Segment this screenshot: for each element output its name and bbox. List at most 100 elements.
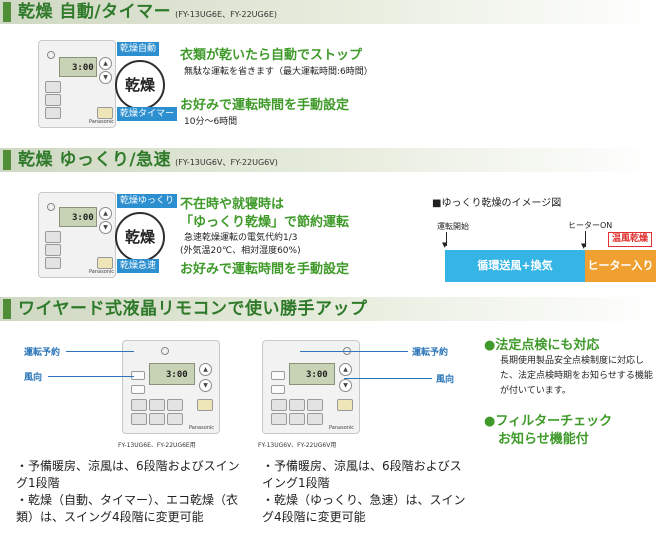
remote-button	[45, 81, 61, 93]
remote-button	[131, 399, 147, 411]
caption-left: FY-13UG6E、FY-22UG6E用	[118, 442, 196, 449]
brand-logo: Panasonic	[189, 425, 215, 431]
bullet-right-2: ・乾燥（ゆっくり、急速）は、スイング4段階に変更可能	[262, 493, 466, 524]
power-icon	[47, 203, 55, 211]
feature1-title: ●法定点検にも対応	[484, 338, 600, 353]
section3-header-bar	[3, 299, 11, 319]
remote-image-4: 3:00 ▲ ▼ Panasonic	[262, 340, 360, 434]
up-arrow-icon: ▲	[99, 207, 112, 220]
callout-wind-right: 風向	[436, 375, 455, 385]
down-arrow-icon: ▼	[99, 221, 112, 234]
callout-reserve-left: 運転予約	[24, 348, 61, 358]
section3-header: ワイヤード式液晶リモコンで使い勝手アップ	[0, 297, 660, 321]
section1-header-bar	[3, 2, 11, 22]
remote-lcd: 3:00	[149, 363, 195, 385]
remote-image-1: 3:00 ▲ ▼ Panasonic	[38, 40, 116, 128]
diagram-heater-label: ヒーターON	[568, 221, 613, 230]
section1-text1: 無駄な運転を省きます（最大運転時間:6時間）	[184, 67, 373, 77]
brand-logo: Panasonic	[329, 425, 355, 431]
remote-button	[271, 413, 287, 425]
remote-button	[271, 399, 287, 411]
remote-image-3: 3:00 ▲ ▼ Panasonic	[122, 340, 220, 434]
remote-lcd: 3:00	[59, 207, 97, 227]
diagram-title: ■ゆっくり乾燥のイメージ図	[432, 198, 562, 209]
diagram-start-arrow	[446, 232, 447, 246]
brand-logo: Panasonic	[89, 269, 115, 275]
remote-button	[167, 413, 183, 425]
remote-button	[45, 94, 61, 106]
up-arrow-icon: ▲	[339, 363, 352, 376]
brand-logo: Panasonic	[89, 119, 115, 125]
up-arrow-icon: ▲	[199, 363, 212, 376]
remote-button	[45, 107, 61, 119]
remote-button	[45, 257, 61, 269]
section1-title: 乾燥 自動/タイマー(FY-13UG6E、FY-22UG6E)	[18, 2, 277, 22]
remote-button	[307, 413, 323, 425]
section2-headline1b: 「ゆっくり乾燥」で節約運転	[180, 215, 350, 230]
section2-header-bar	[3, 150, 11, 170]
section1-subtitle: (FY-13UG6E、FY-22UG6E)	[175, 10, 277, 19]
diagram-heater-arrow	[585, 231, 586, 247]
diagram-bar-circulation: 循環送風+換気	[445, 250, 585, 282]
section1-headline1: 衣類が乾いたら自動でストップ	[180, 48, 363, 63]
label-dry-slow: 乾燥ゆっくり	[117, 194, 178, 208]
remote-image-2: 3:00 ▲ ▼ Panasonic	[38, 192, 116, 278]
label-dry-quick: 乾燥急速	[117, 259, 160, 273]
remote-button	[149, 413, 165, 425]
callout-line	[344, 378, 432, 379]
up-arrow-icon: ▲	[99, 57, 112, 70]
remote-button	[337, 399, 353, 411]
remote-button	[271, 371, 285, 380]
remote-button	[307, 399, 323, 411]
down-arrow-icon: ▼	[339, 379, 352, 392]
power-icon	[161, 347, 169, 355]
label-dry-auto: 乾燥自動	[117, 42, 160, 56]
diagram-start-label: 運転開始	[437, 222, 469, 231]
remote-button	[45, 244, 61, 256]
feature2-title-a: ●フィルターチェック	[484, 414, 613, 429]
callout-line	[300, 351, 408, 352]
bullet-right-1: ・予備暖房、涼風は、6段階およびスイング1段階	[262, 459, 462, 490]
down-arrow-icon: ▼	[99, 71, 112, 84]
dry-button: 乾燥	[115, 60, 165, 110]
remote-button	[197, 399, 213, 411]
section1-header: 乾燥 自動/タイマー(FY-13UG6E、FY-22UG6E)	[0, 0, 660, 24]
feature1-text: 長期使用製品安全点検制度に対応した、法定点検時期をお知らせする機能が付いています…	[500, 356, 653, 396]
remote-button	[149, 399, 165, 411]
power-icon	[47, 51, 55, 59]
remote-button	[271, 385, 285, 394]
section1-text2: 10分〜6時間	[184, 117, 238, 127]
section2-text1a: 急速乾燥運転の電気代約1/3	[184, 233, 298, 243]
down-arrow-icon: ▼	[199, 379, 212, 392]
callout-line	[48, 376, 134, 377]
caption-right: FY-13UG6V、FY-22UG6V用	[258, 442, 337, 449]
feature2-title-b: お知らせ機能付	[498, 432, 589, 447]
section2-header: 乾燥 ゆっくり/急速(FY-13UG6V、FY-22UG6V)	[0, 148, 660, 172]
bullet-left-1: ・予備暖房、涼風は、6段階およびスイング1段階	[16, 459, 240, 490]
remote-button	[289, 399, 305, 411]
callout-reserve-right: 運転予約	[412, 348, 449, 358]
remote-button	[131, 371, 145, 380]
section3-title: ワイヤード式液晶リモコンで使い勝手アップ	[18, 299, 368, 319]
remote-button	[131, 385, 145, 394]
remote-button	[289, 413, 305, 425]
section2-subtitle: (FY-13UG6V、FY-22UG6V)	[175, 158, 278, 167]
callout-line	[66, 351, 134, 352]
arrow-down-icon: ▼	[581, 242, 587, 250]
dry-button: 乾燥	[115, 212, 165, 262]
bullet-left-2: ・乾燥（自動、タイマー）、エコ乾燥（衣類）は、スイング4段階に変更可能	[16, 493, 239, 524]
arrow-down-icon: ▼	[442, 241, 448, 249]
remote-button	[167, 399, 183, 411]
section2-headline1a: 不在時や就寝時は	[180, 197, 285, 212]
section2-headline2: お好みで運転時間を手動設定	[180, 262, 350, 277]
label-dry-timer: 乾燥タイマー	[117, 107, 178, 121]
remote-lcd: 3:00	[59, 57, 97, 77]
section2-text1b: (外気温20℃、相対湿度60%)	[180, 246, 301, 256]
section1-headline2: お好みで運転時間を手動設定	[180, 98, 350, 113]
diagram-badge: 温風乾燥	[608, 232, 653, 247]
diagram-bar-heater: ヒーター入り	[585, 250, 656, 282]
remote-button	[131, 413, 147, 425]
remote-button	[45, 231, 61, 243]
callout-wind-left: 風向	[24, 373, 43, 383]
remote-lcd: 3:00	[289, 363, 335, 385]
